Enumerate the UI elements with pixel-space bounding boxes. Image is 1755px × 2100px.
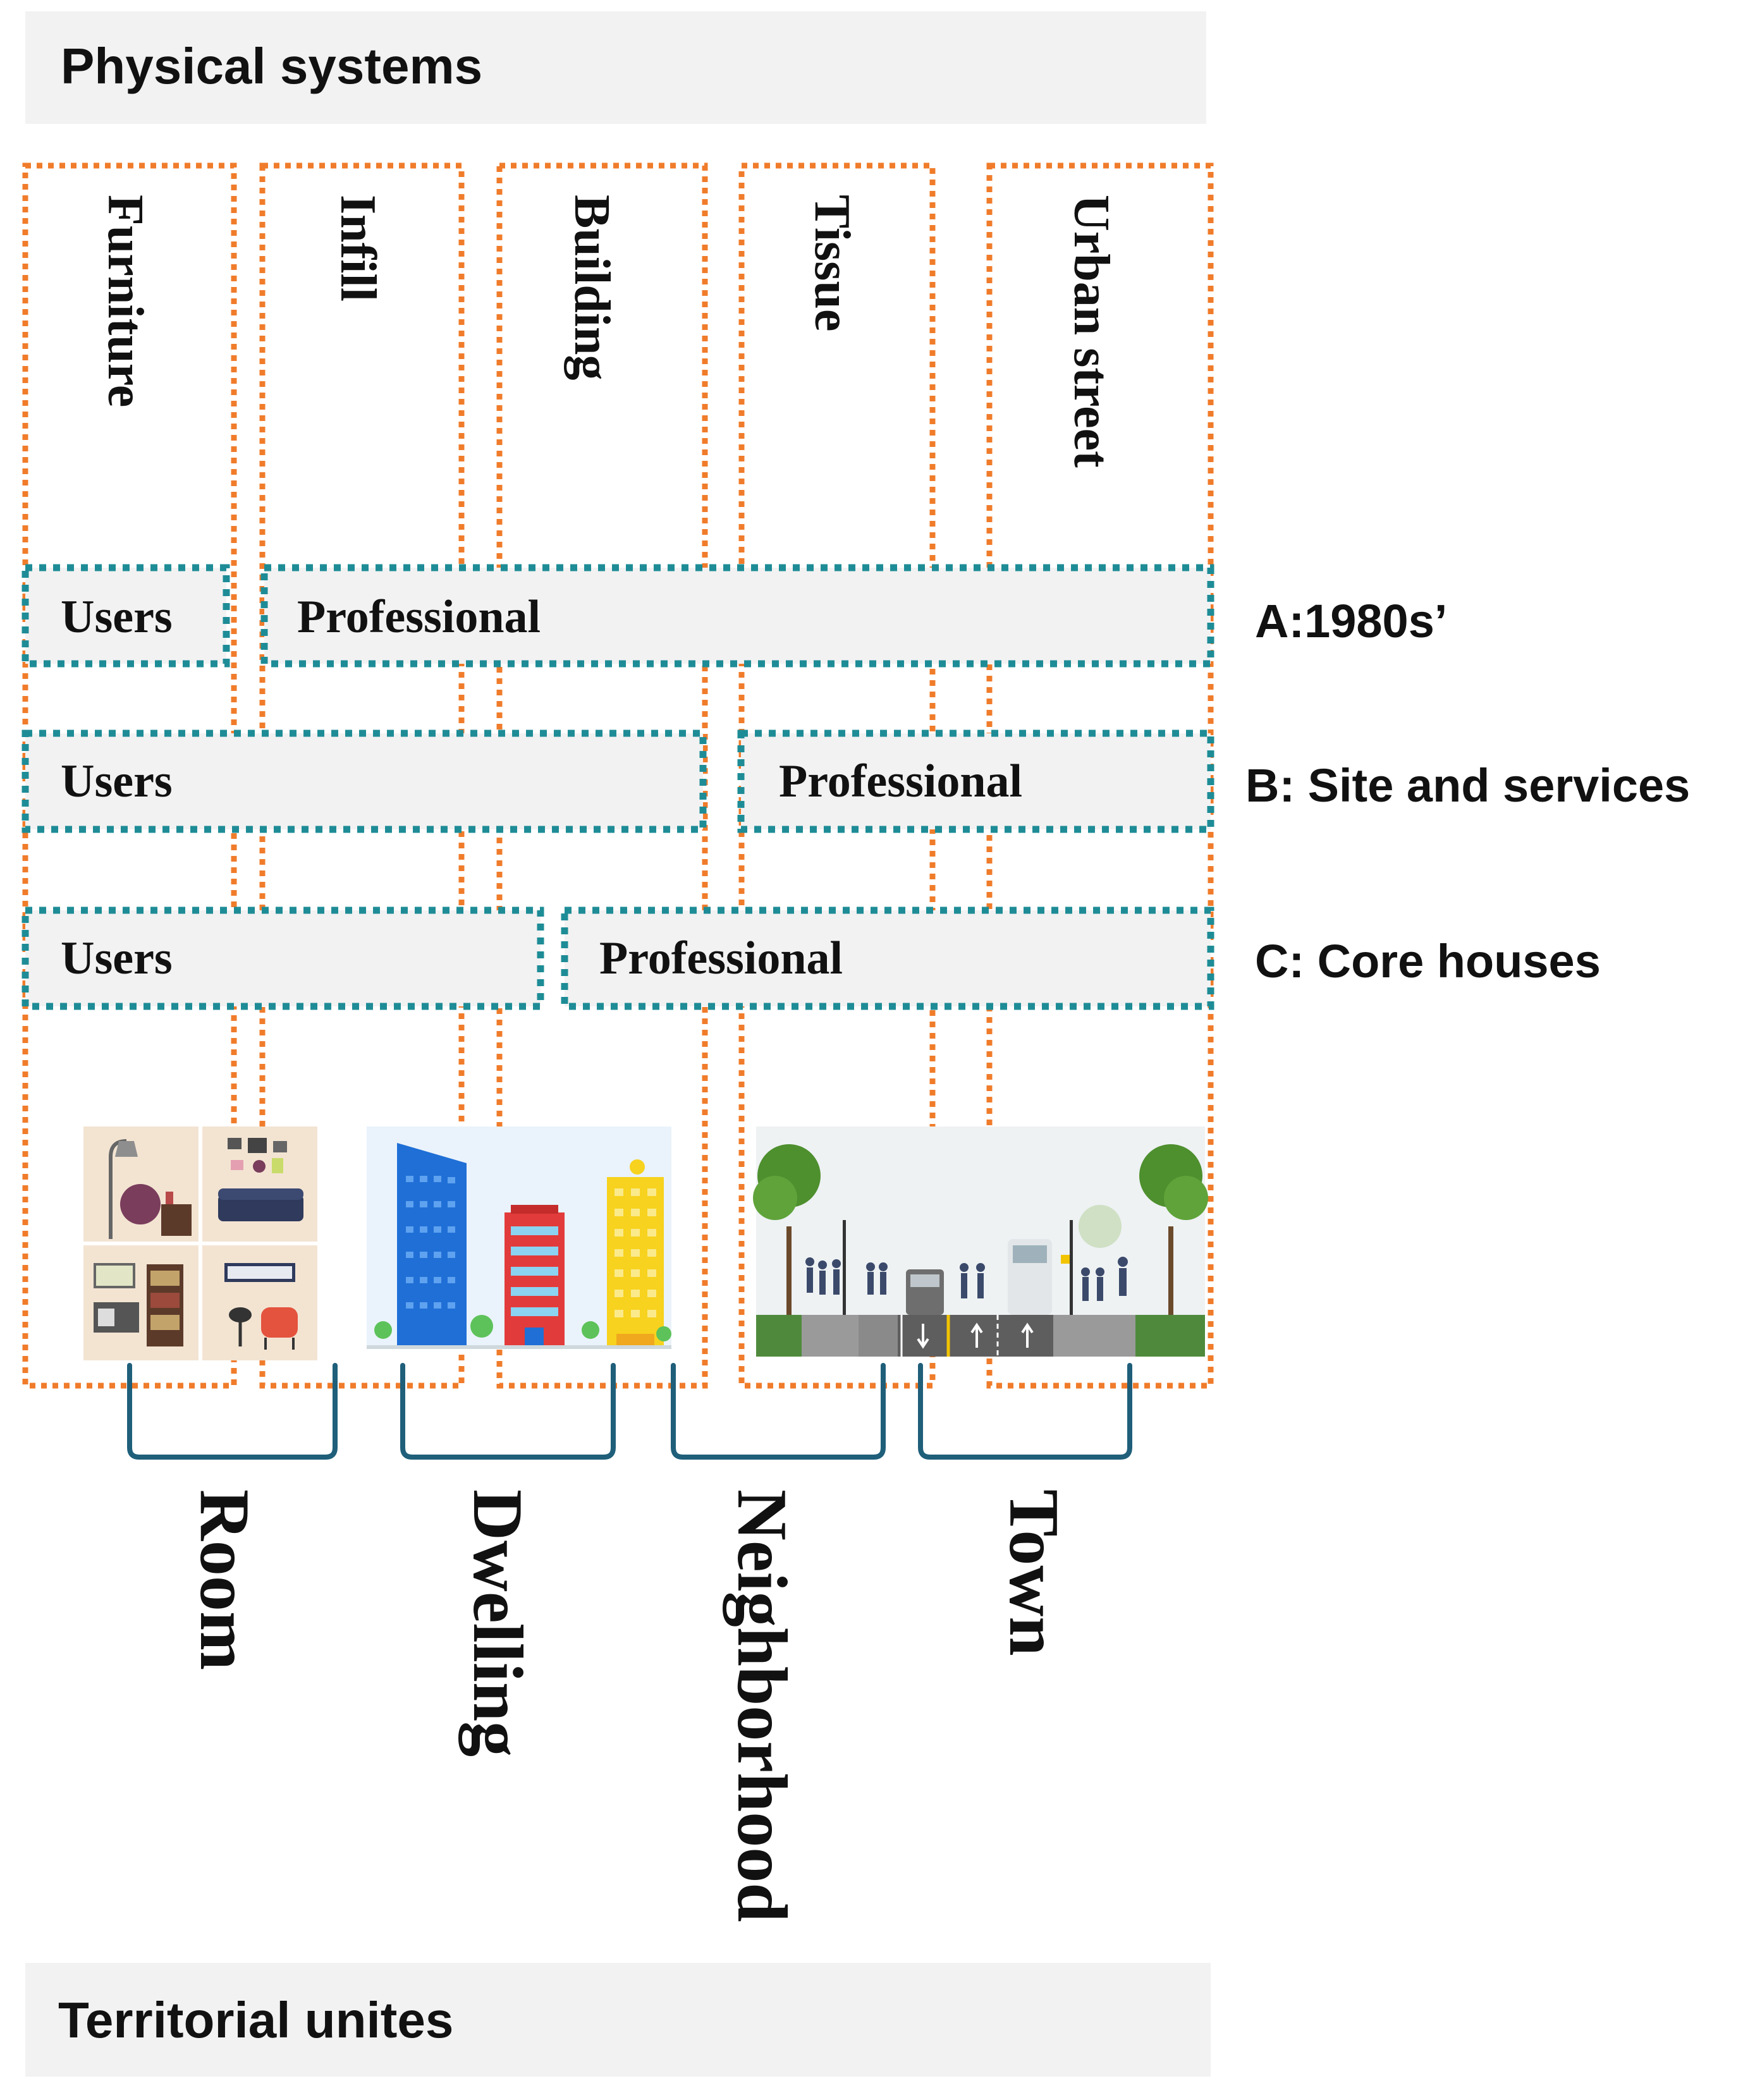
buildings-illustration [367,1126,671,1349]
label-building: Building [564,195,620,381]
label-infill: Infill [330,195,386,302]
label-town: Town [994,1489,1073,1656]
bracket-town [918,1363,1132,1460]
bracket-room [127,1363,338,1460]
bracket-dwelling [400,1363,616,1460]
column-labels: Furniture Infill Building Tissue Urban s… [97,195,1119,468]
bracket-neighborhood [671,1363,886,1460]
scenario-b-row: Users Professional B: Site and services [21,730,1690,833]
label-dwelling: Dwelling [458,1489,537,1757]
scenario-b-label: B: Site and services [1245,759,1690,812]
scenario-b-professional-box [737,730,1214,833]
territorial-brackets [127,1363,1132,1460]
label-tissue: Tissue [804,195,860,331]
street-section-illustration [753,1126,1208,1357]
header-panel [25,11,1206,124]
scenario-c-professional-box [561,907,1214,1010]
scenario-c-users-box [21,907,544,1010]
header-title: Physical systems [61,38,482,94]
scenario-a-row: Users Professional A:1980s’ [21,564,1447,668]
footer-panel [25,1963,1211,2077]
territorial-labels: Room Dwelling Neighborhood Town [185,1489,1073,1922]
scenario-a-users-label: Users [61,591,173,643]
footer-title: Territorial unites [58,1992,453,2048]
scenario-b-users-box [21,730,707,833]
label-urban-street: Urban street [1063,195,1119,468]
scenario-c-row: Users Professional C: Core houses [21,907,1601,1010]
label-furniture: Furniture [97,195,153,407]
column-building [496,162,708,1389]
label-room: Room [185,1489,264,1670]
scenario-b-users-label: Users [61,755,173,807]
room-interior-illustration [83,1126,317,1360]
scenario-a-professional-box [260,564,1214,668]
scenario-c-label: C: Core houses [1255,935,1601,987]
scenario-b-professional-label: Professional [779,755,1022,807]
scenario-a-users-box [21,564,230,668]
scenario-c-professional-label: Professional [599,932,843,984]
scenario-a-professional-label: Professional [297,591,541,643]
label-neighborhood: Neighborhood [723,1489,801,1922]
scenario-c-users-label: Users [61,932,173,984]
scenario-a-label: A:1980s’ [1255,595,1447,647]
